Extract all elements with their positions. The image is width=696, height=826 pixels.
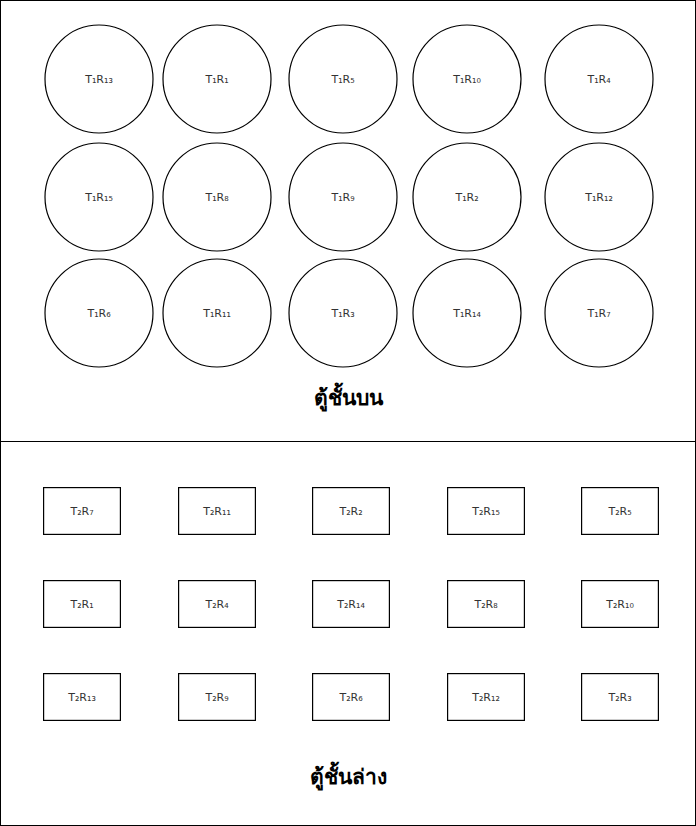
- sample-label: T₁R₈: [205, 191, 228, 204]
- sample-label: T₁R₁: [205, 73, 228, 86]
- cabinet-shelf: ตู้ชั้นล่าง T₂R₇ T₂R₁₁ T₂R₂ T₂R₁₅ T₂R₅ T₂R₁ T₂R…: [0, 441, 696, 826]
- square-tray: T₂R₂: [312, 487, 390, 535]
- square-tray: T₂R₅: [581, 487, 659, 535]
- sample-label: T₂R₃: [608, 691, 631, 704]
- square-tray: T₂R₁₃: [43, 673, 121, 721]
- rect-shape: [313, 581, 390, 628]
- sample-label: T₁R₄: [587, 73, 610, 86]
- circle-shape: [163, 143, 271, 251]
- square-tray: T₂R₁₅: [447, 487, 525, 535]
- rect-shape: [44, 488, 121, 535]
- rect-shape: [313, 488, 390, 535]
- rect-shape: [582, 581, 659, 628]
- rect-shape: [179, 674, 256, 721]
- sample-label: T₁R₁₄: [453, 307, 481, 320]
- sample-label: T₁R₁₂: [585, 191, 613, 204]
- sample-label: T₁R₉: [331, 191, 354, 204]
- sample-label: T₂R₂: [339, 505, 362, 518]
- sample-label: T₁R₁₅: [85, 191, 113, 204]
- circle-shape: [413, 143, 521, 251]
- circle-shape: [545, 259, 653, 367]
- round-tray: T₁R₁₁: [162, 258, 272, 368]
- sample-label: T₂R₁₅: [472, 505, 500, 518]
- cabinet-shelf: ตู้ชั้นบน T₁R₁₃ T₁R₁ T₁R₅ T₁R₁₀ T₁R₄ T₁R₁₅ T₁R₈…: [0, 0, 696, 442]
- rect-shape: [448, 488, 525, 535]
- sample-label: T₁R₁₃: [85, 73, 113, 86]
- sample-label: T₂R₁₀: [606, 598, 634, 611]
- rect-shape: [448, 581, 525, 628]
- round-tray: T₁R₈: [162, 142, 272, 252]
- square-tray: T₂R₃: [581, 673, 659, 721]
- square-tray: T₂R₉: [178, 673, 256, 721]
- sample-label: T₁R₁₀: [453, 73, 481, 86]
- square-tray: T₂R₁₂: [447, 673, 525, 721]
- sample-label: T₁R₂: [455, 191, 478, 204]
- sample-label: T₂R₆: [339, 691, 362, 704]
- sample-label: T₂R₈: [474, 598, 497, 611]
- sample-label: T₁R₅: [331, 73, 354, 86]
- circle-shape: [413, 259, 521, 367]
- rect-shape: [44, 674, 121, 721]
- round-tray: T₁R₁₄: [412, 258, 522, 368]
- shelf-label: ตู้ชั้นบน: [1, 381, 695, 414]
- sample-label: T₂R₁₃: [68, 691, 96, 704]
- rect-shape: [582, 674, 659, 721]
- rect-shape: [313, 674, 390, 721]
- sample-label: T₂R₉: [205, 691, 228, 704]
- round-tray: T₁R₅: [288, 24, 398, 134]
- sample-label: T₂R₁₂: [472, 691, 500, 704]
- round-tray: T₁R₁₅: [44, 142, 154, 252]
- round-tray: T₁R₄: [544, 24, 654, 134]
- round-tray: T₁R₁₂: [544, 142, 654, 252]
- sample-label: T₂R₇: [70, 505, 93, 518]
- round-tray: T₁R₆: [44, 258, 154, 368]
- circle-shape: [545, 143, 653, 251]
- circle-shape: [45, 259, 153, 367]
- sample-label: T₁R₇: [587, 307, 610, 320]
- round-tray: T₁R₉: [288, 142, 398, 252]
- round-tray: T₁R₃: [288, 258, 398, 368]
- square-tray: T₂R₆: [312, 673, 390, 721]
- circle-shape: [163, 259, 271, 367]
- sample-label: T₂R₁: [70, 598, 93, 611]
- circle-shape: [45, 143, 153, 251]
- shelf-label: ตู้ชั้นล่าง: [1, 760, 695, 793]
- round-tray: T₁R₁₃: [44, 24, 154, 134]
- square-tray: T₂R₁₀: [581, 580, 659, 628]
- sample-label: T₁R₁₁: [203, 307, 231, 320]
- circle-shape: [413, 25, 521, 133]
- rect-shape: [582, 488, 659, 535]
- circle-shape: [289, 25, 397, 133]
- round-tray: T₁R₇: [544, 258, 654, 368]
- sample-label: T₂R₄: [205, 598, 228, 611]
- rect-shape: [44, 581, 121, 628]
- round-tray: T₁R₁: [162, 24, 272, 134]
- circle-shape: [289, 143, 397, 251]
- sample-label: T₁R₃: [331, 307, 354, 320]
- circle-shape: [289, 259, 397, 367]
- circle-shape: [45, 25, 153, 133]
- sample-label: T₂R₁₁: [203, 505, 231, 518]
- circle-shape: [545, 25, 653, 133]
- rect-shape: [179, 581, 256, 628]
- round-tray: T₁R₂: [412, 142, 522, 252]
- square-tray: T₂R₇: [43, 487, 121, 535]
- rect-shape: [179, 488, 256, 535]
- sample-label: T₂R₁₄: [337, 598, 365, 611]
- rect-shape: [448, 674, 525, 721]
- square-tray: T₂R₁₄: [312, 580, 390, 628]
- square-tray: T₂R₄: [178, 580, 256, 628]
- square-tray: T₂R₁₁: [178, 487, 256, 535]
- round-tray: T₁R₁₀: [412, 24, 522, 134]
- sample-label: T₁R₆: [87, 307, 110, 320]
- square-tray: T₂R₁: [43, 580, 121, 628]
- sample-label: T₂R₅: [608, 505, 631, 518]
- circle-shape: [163, 25, 271, 133]
- square-tray: T₂R₈: [447, 580, 525, 628]
